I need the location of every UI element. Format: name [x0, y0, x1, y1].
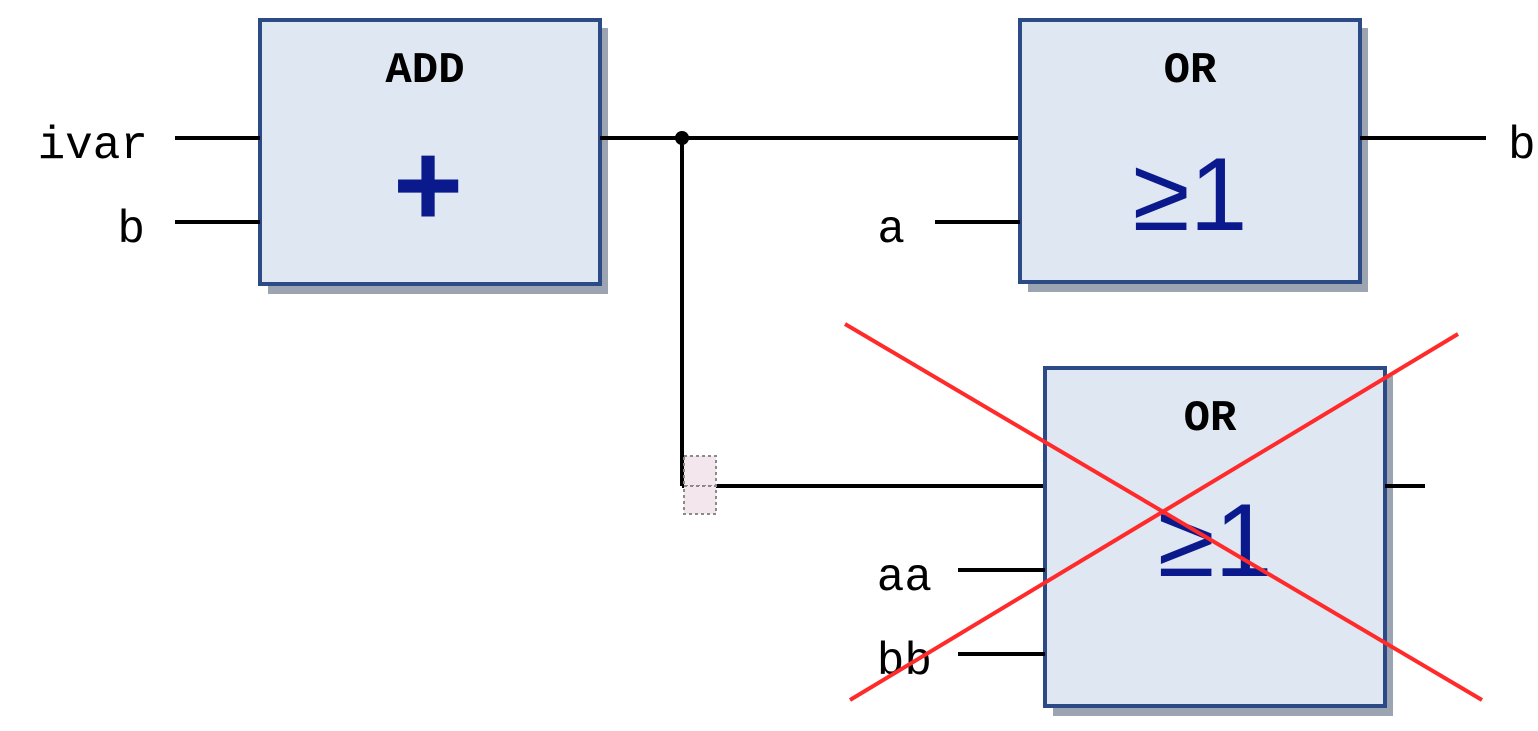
or-block-deleted[interactable]: OR ≥1: [1043, 366, 1393, 716]
or-block-active-symbol: ≥1: [1133, 137, 1248, 253]
or-block-deleted-title: OR: [1184, 394, 1237, 444]
connection-handle-bottom[interactable]: [683, 485, 717, 515]
connection-handle-top[interactable]: [683, 455, 717, 487]
delete-cross-mark: [843, 322, 1484, 702]
add-input-ivar-label[interactable]: ivar: [38, 120, 148, 172]
or-block-active-title: OR: [1164, 46, 1217, 96]
or-block-deleted-body: [1043, 366, 1387, 708]
or-deleted-input-aa-label[interactable]: aa: [877, 552, 932, 604]
or-block-active[interactable]: OR ≥1: [1018, 18, 1368, 292]
or-active-input-a-label[interactable]: a: [877, 204, 905, 256]
add-input-b-label[interactable]: b: [117, 204, 145, 256]
delete-cross-line-2: [848, 332, 1460, 702]
add-block-symbol: +: [393, 118, 463, 252]
add-block-title: ADD: [385, 46, 464, 96]
or-block-active-body: [1018, 18, 1362, 284]
add-block-body: [258, 18, 602, 286]
or-active-output-b-label[interactable]: b: [1508, 120, 1536, 172]
add-block[interactable]: ADD +: [258, 18, 608, 294]
